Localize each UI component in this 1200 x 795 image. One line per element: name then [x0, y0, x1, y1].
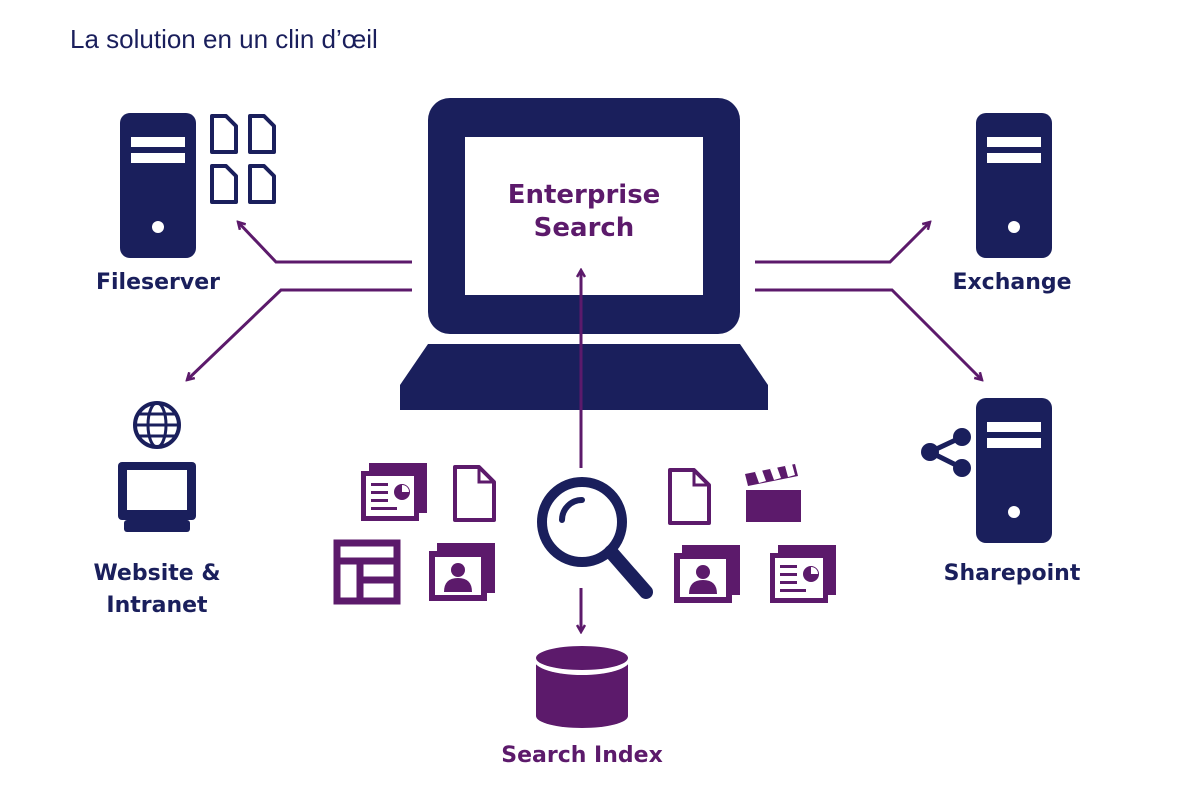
sharepoint-label: Sharepoint [944, 561, 1081, 586]
arrow-to-sharepoint [755, 288, 982, 380]
center-title-line1: Enterprise [508, 180, 661, 210]
document-icon-right [668, 468, 711, 525]
laptop-base [400, 344, 768, 410]
arrow-to-exchange [755, 222, 930, 264]
website-label-line1: Website & [93, 561, 220, 586]
layout-grid-icon [333, 539, 401, 605]
report-card-icon [361, 463, 427, 521]
database-icon [534, 645, 630, 728]
exchange-tower-icon [976, 113, 1052, 258]
document-icon [453, 465, 496, 522]
magnifier-icon [537, 477, 653, 599]
exchange-label: Exchange [952, 270, 1071, 295]
fileserver-label: Fileserver [96, 270, 220, 295]
laptop-icon [400, 98, 768, 410]
report-card-icon-right [770, 545, 836, 603]
clapperboard-icon [745, 464, 801, 522]
arrow-to-website [187, 288, 412, 380]
documents-icon [210, 114, 276, 204]
share-icon [921, 428, 971, 477]
desktop-monitor-icon [118, 462, 196, 532]
globe-icon [133, 401, 181, 449]
sharepoint-tower-icon [976, 398, 1052, 543]
website-label-line2: Intranet [106, 593, 208, 618]
page-heading: La solution en un clin d’œil [70, 24, 378, 54]
search-index-label: Search Index [501, 743, 663, 768]
user-photo-icon [429, 543, 495, 601]
fileserver-tower-icon [120, 113, 196, 258]
user-photo-icon-right [674, 545, 740, 603]
arrow-to-fileserver [238, 222, 412, 264]
center-title-line2: Search [534, 213, 635, 243]
